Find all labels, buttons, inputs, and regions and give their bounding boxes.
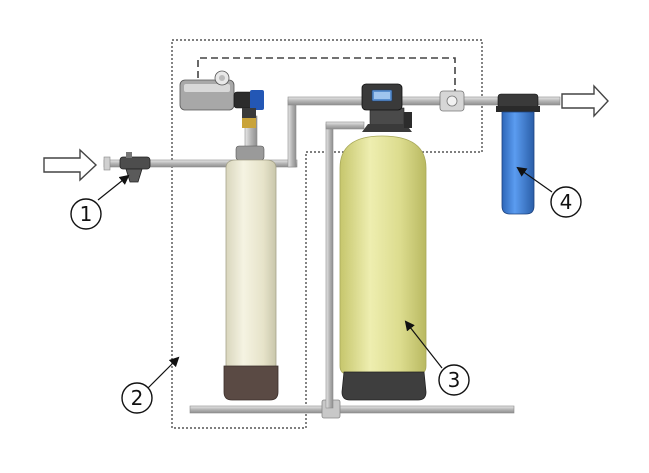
main-pipe-to-head	[287, 96, 369, 106]
tank2-outlet-riser	[287, 99, 297, 168]
callout-4: 4	[550, 186, 582, 218]
component-2-boundary	[171, 39, 483, 429]
tank3-drain-elbow	[325, 121, 365, 130]
inlet-valve	[119, 152, 151, 183]
callout-1-label: 1	[80, 202, 93, 226]
flow-meter	[439, 90, 465, 112]
control-signal-line	[197, 57, 456, 92]
callout-1: 1	[70, 198, 102, 230]
pump-assembly	[179, 70, 264, 128]
callout-3-leader	[404, 320, 443, 369]
callout-3-label: 3	[448, 368, 461, 392]
cartridge-filter	[496, 93, 540, 215]
drain-pipe	[189, 405, 515, 414]
filter-outlet-pipe	[535, 96, 561, 106]
large-tank	[339, 107, 427, 401]
callout-4-label: 4	[560, 190, 573, 214]
control-valve-head	[361, 83, 412, 128]
small-tank	[223, 145, 279, 401]
callout-1-leader	[97, 174, 130, 201]
outlet-flow-arrow	[561, 84, 609, 118]
callout-4-leader	[516, 166, 553, 193]
callout-2-label: 2	[131, 386, 144, 410]
callout-2: 2	[121, 382, 153, 414]
tank3-drain-pipe	[325, 123, 334, 409]
callout-2-leader	[147, 356, 180, 389]
inlet-pipe-joint	[103, 156, 111, 171]
inlet-flow-arrow	[43, 148, 98, 182]
callout-3: 3	[438, 364, 470, 396]
